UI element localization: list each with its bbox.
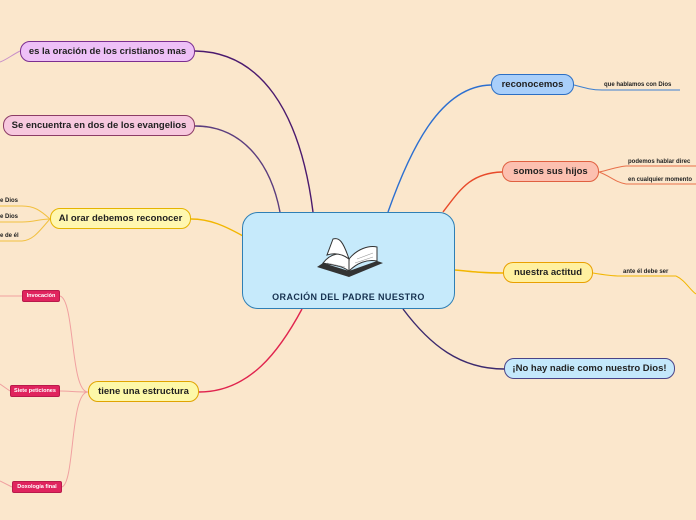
- topic-label: Se encuentra en dos de los evangelios: [11, 120, 187, 131]
- link-reconocemos: [387, 84, 492, 213]
- topic-label: tiene una estructura: [98, 386, 189, 397]
- topic-label: reconocemos: [501, 79, 564, 90]
- tag-invocacion[interactable]: Invocación: [22, 290, 60, 302]
- link-actitud: [454, 269, 504, 274]
- topic-label: nuestra actitud: [513, 267, 583, 278]
- link-hijos: [442, 171, 503, 213]
- leaf-cualquier-momento[interactable]: en cualquier momento: [628, 177, 693, 183]
- topic-hijos[interactable]: somos sus hijos: [502, 161, 599, 182]
- topic-evangelios[interactable]: Se encuentra en dos de los evangelios: [3, 115, 195, 136]
- topic-reconocemos[interactable]: reconocemos: [491, 74, 574, 95]
- topic-estructura[interactable]: tiene una estructura: [88, 381, 199, 402]
- leaf-reconocer-3[interactable]: e de él: [0, 233, 19, 239]
- link-reconocer: [190, 218, 244, 237]
- open-book-icon: [317, 238, 383, 277]
- leaf-hablar-direc[interactable]: podemos hablar direc: [628, 159, 691, 165]
- leaf-debe-ser[interactable]: ante él debe ser: [623, 269, 669, 275]
- central-topic[interactable]: ORACIÓN DEL PADRE NUESTRO: [242, 212, 455, 309]
- tag-doxologia-final[interactable]: Doxología final: [12, 481, 62, 493]
- topic-actitud[interactable]: nuestra actitud: [503, 262, 593, 283]
- topic-nadie[interactable]: ¡No hay nadie como nuestro Dios!: [504, 358, 675, 379]
- topic-reconocer[interactable]: Al orar debemos reconocer: [50, 208, 191, 229]
- topic-label: es la oración de los cristianos mas: [28, 46, 187, 57]
- topic-label: somos sus hijos: [513, 166, 588, 177]
- link-evangelios: [194, 125, 281, 213]
- leaf-hablamos[interactable]: que hablamos con Dios: [604, 82, 672, 88]
- link-nadie: [402, 308, 505, 370]
- topic-cristianos[interactable]: es la oración de los cristianos mas: [20, 41, 195, 62]
- link-estructura: [198, 308, 303, 393]
- tag-siete-peticiones[interactable]: Siete peticiones: [10, 385, 60, 397]
- leaf-reconocer-1[interactable]: e Dios: [0, 198, 19, 204]
- central-title: ORACIÓN DEL PADRE NUESTRO: [272, 292, 425, 302]
- topic-label: ¡No hay nadie como nuestro Dios!: [512, 363, 667, 374]
- leaf-reconocer-2[interactable]: e Dios: [0, 214, 19, 220]
- topic-label: Al orar debemos reconocer: [58, 213, 183, 224]
- link-cristianos: [194, 50, 314, 213]
